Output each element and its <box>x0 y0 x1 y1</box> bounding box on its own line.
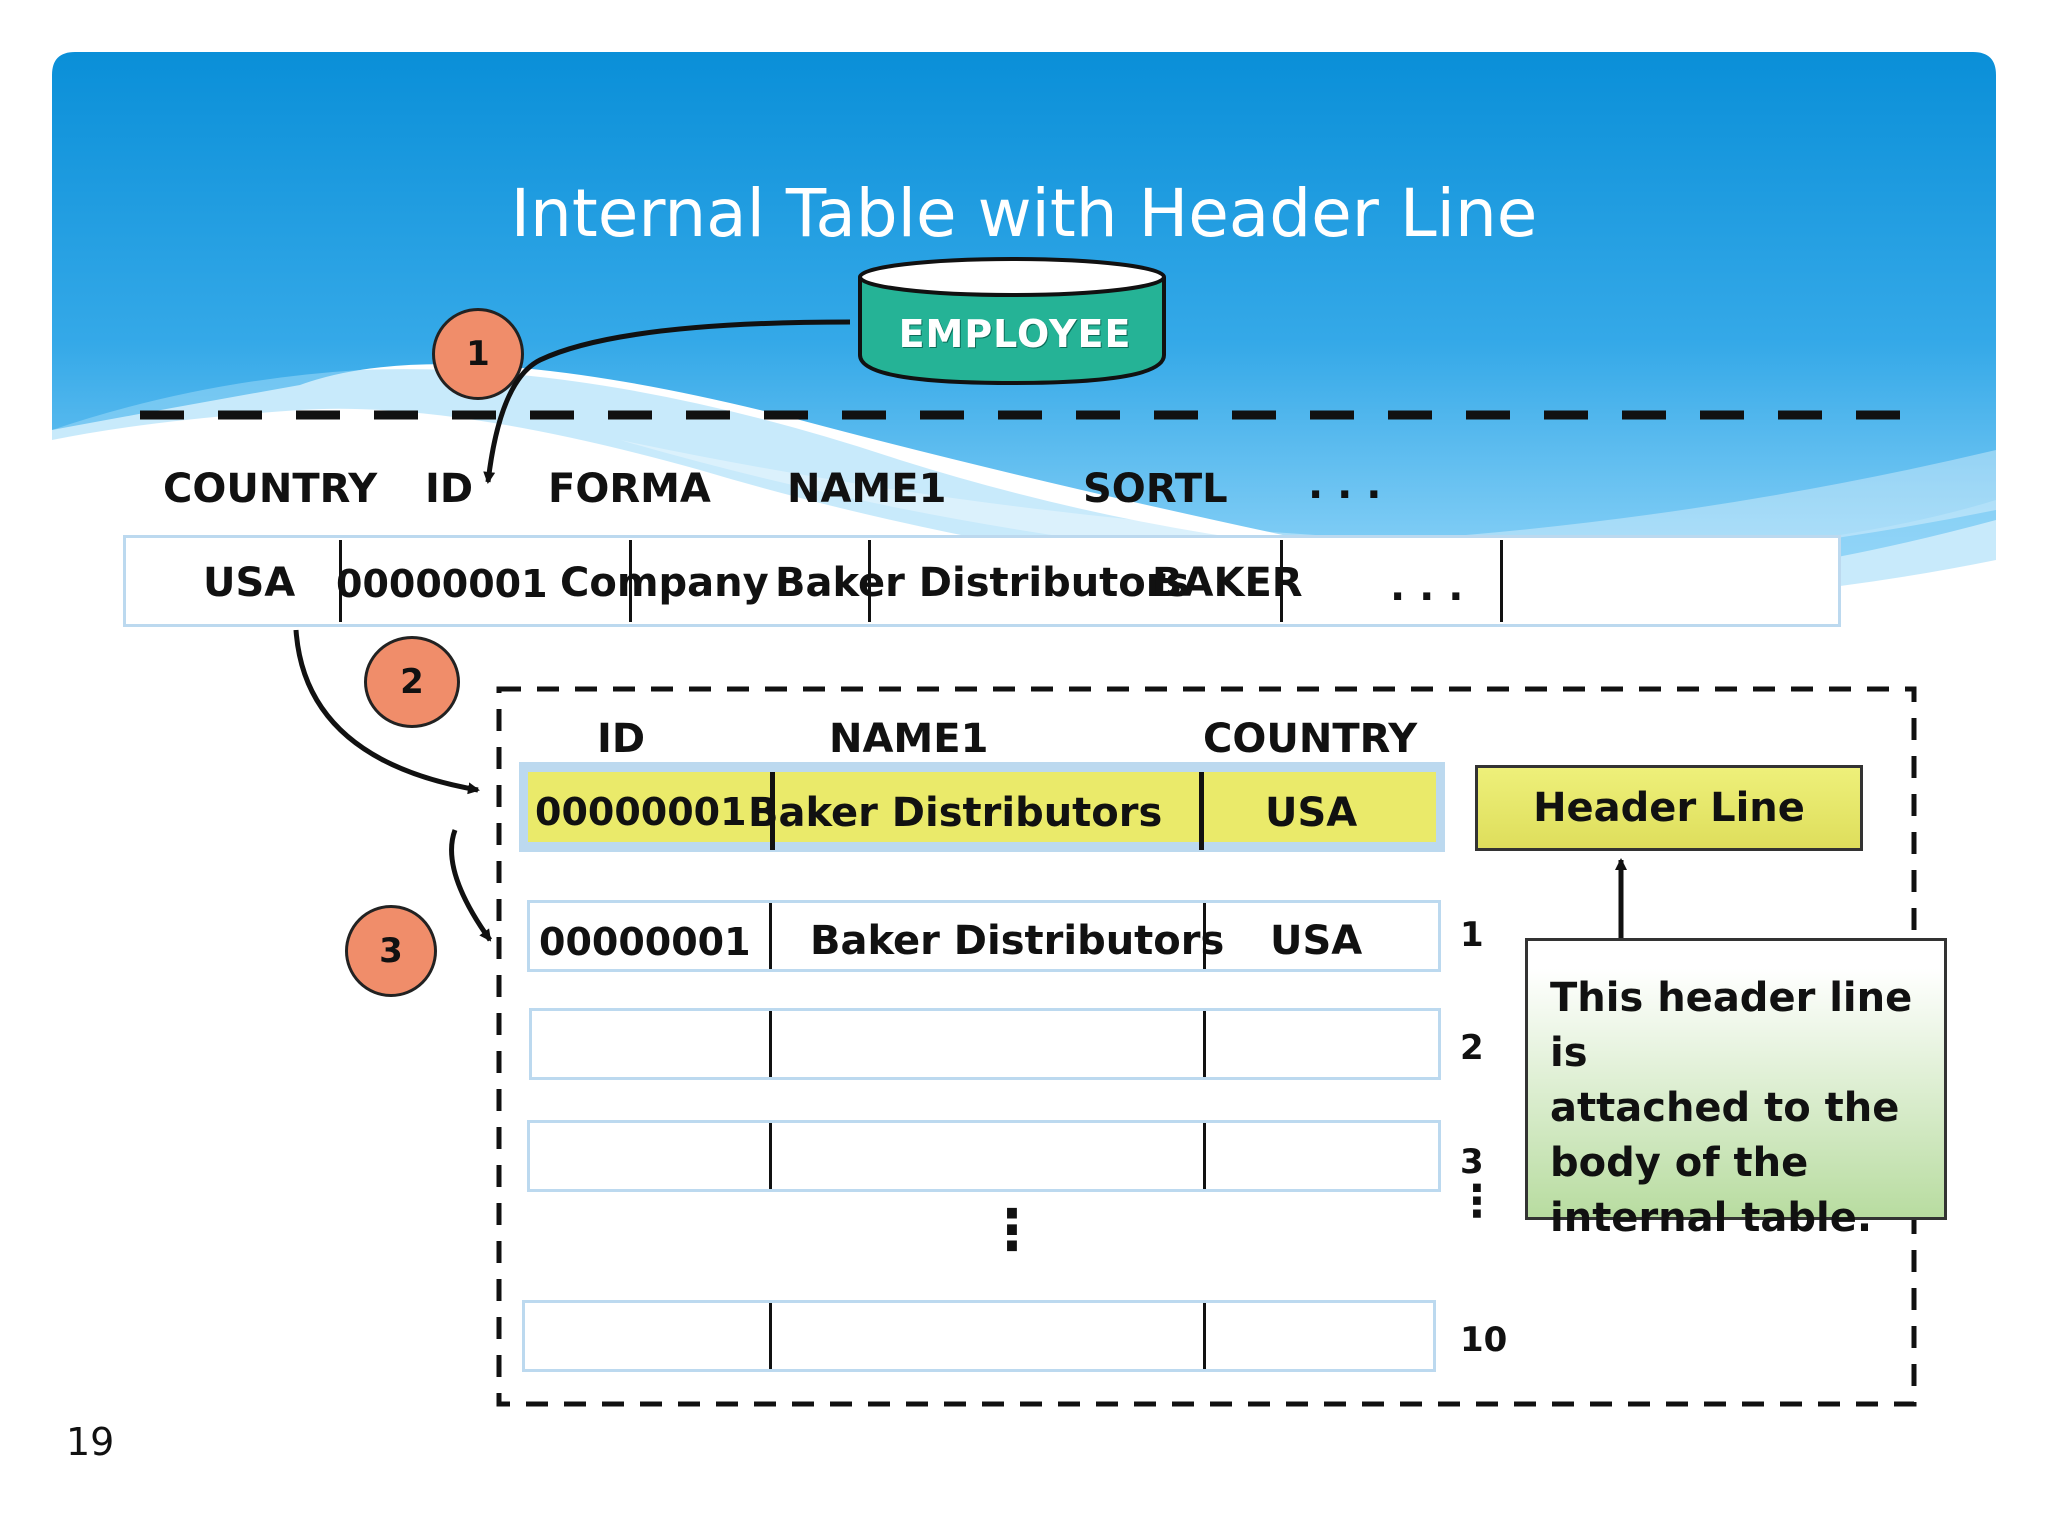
table-row <box>522 1300 1436 1372</box>
database-label: EMPLOYEE <box>898 312 1132 356</box>
hl-value-country: USA <box>1265 790 1358 836</box>
note-box: This header line is attached to the body… <box>1525 938 1947 1241</box>
table-row <box>527 900 1441 972</box>
wa-header-name1: NAME1 <box>787 466 947 512</box>
table-row <box>529 1008 1441 1080</box>
wa-value-country: USA <box>203 560 296 606</box>
wa-separator <box>868 540 871 622</box>
row-number-1: 1 <box>1460 915 1484 955</box>
page-number: 19 <box>66 1420 115 1464</box>
wa-value-id: 00000001 <box>336 562 548 606</box>
row-number-3: 3 <box>1460 1142 1484 1182</box>
row1-value-name1: Baker Distributors <box>810 918 1225 964</box>
hl-value-name1: Baker Distributors <box>748 790 1163 836</box>
wa-header-id: ID <box>425 466 474 512</box>
row-separator <box>1203 903 1206 969</box>
wa-value-forma: Company <box>560 560 769 606</box>
database-icon <box>858 257 1166 386</box>
row-separator <box>1203 1011 1206 1077</box>
note-line: attached to the <box>1550 1085 1900 1131</box>
rows-ellipsis: ⋮ <box>984 1198 1040 1263</box>
step-1-circle: 1 <box>432 308 524 400</box>
wa-separator <box>629 540 632 622</box>
wa-value-name1: Baker Distributors <box>775 560 1190 606</box>
wa-separator <box>1280 540 1283 622</box>
dashed-separator <box>140 410 1930 420</box>
wa-value-sortl: BAKER <box>1152 560 1303 606</box>
work-area-row <box>123 535 1841 627</box>
wa-value-ellipsis: . . . <box>1390 564 1464 610</box>
wa-header-country: COUNTRY <box>163 466 378 512</box>
row-separator <box>769 1123 772 1189</box>
wa-header-sortl: SORTL <box>1083 466 1228 512</box>
wa-separator <box>339 540 342 622</box>
row-separator <box>769 1303 772 1369</box>
it-header-id: ID <box>597 716 646 762</box>
row1-value-id: 00000001 <box>539 920 751 964</box>
row-separator <box>1203 1303 1206 1369</box>
table-row <box>527 1120 1441 1192</box>
it-header-name1: NAME1 <box>829 716 989 762</box>
it-header-country: COUNTRY <box>1203 716 1418 762</box>
note-line: internal table. <box>1550 1195 1873 1241</box>
row-numbers-ellipsis: ⋮ <box>1455 1176 1499 1227</box>
row-number-10: 10 <box>1460 1320 1508 1360</box>
hl-separator <box>770 772 775 850</box>
row-separator <box>1203 1123 1206 1189</box>
row-separator <box>769 903 772 969</box>
note-line: body of the <box>1550 1140 1809 1186</box>
hl-separator <box>1199 772 1204 850</box>
step-3-circle: 3 <box>345 905 437 997</box>
note-line: This header line is <box>1550 975 1913 1076</box>
hl-value-id: 00000001 <box>535 790 747 834</box>
wa-header-ellipsis: . . . <box>1308 462 1382 508</box>
step-2-circle: 2 <box>364 636 460 728</box>
wa-separator <box>1500 540 1503 622</box>
header-line-row <box>528 772 1436 842</box>
wa-header-forma: FORMA <box>548 466 711 512</box>
row1-value-country: USA <box>1270 918 1363 964</box>
row-number-2: 2 <box>1460 1028 1484 1068</box>
row-separator <box>769 1011 772 1077</box>
header-line-label: Header Line <box>1475 765 1863 851</box>
slide-title: Internal Table with Header Line <box>510 175 1538 252</box>
